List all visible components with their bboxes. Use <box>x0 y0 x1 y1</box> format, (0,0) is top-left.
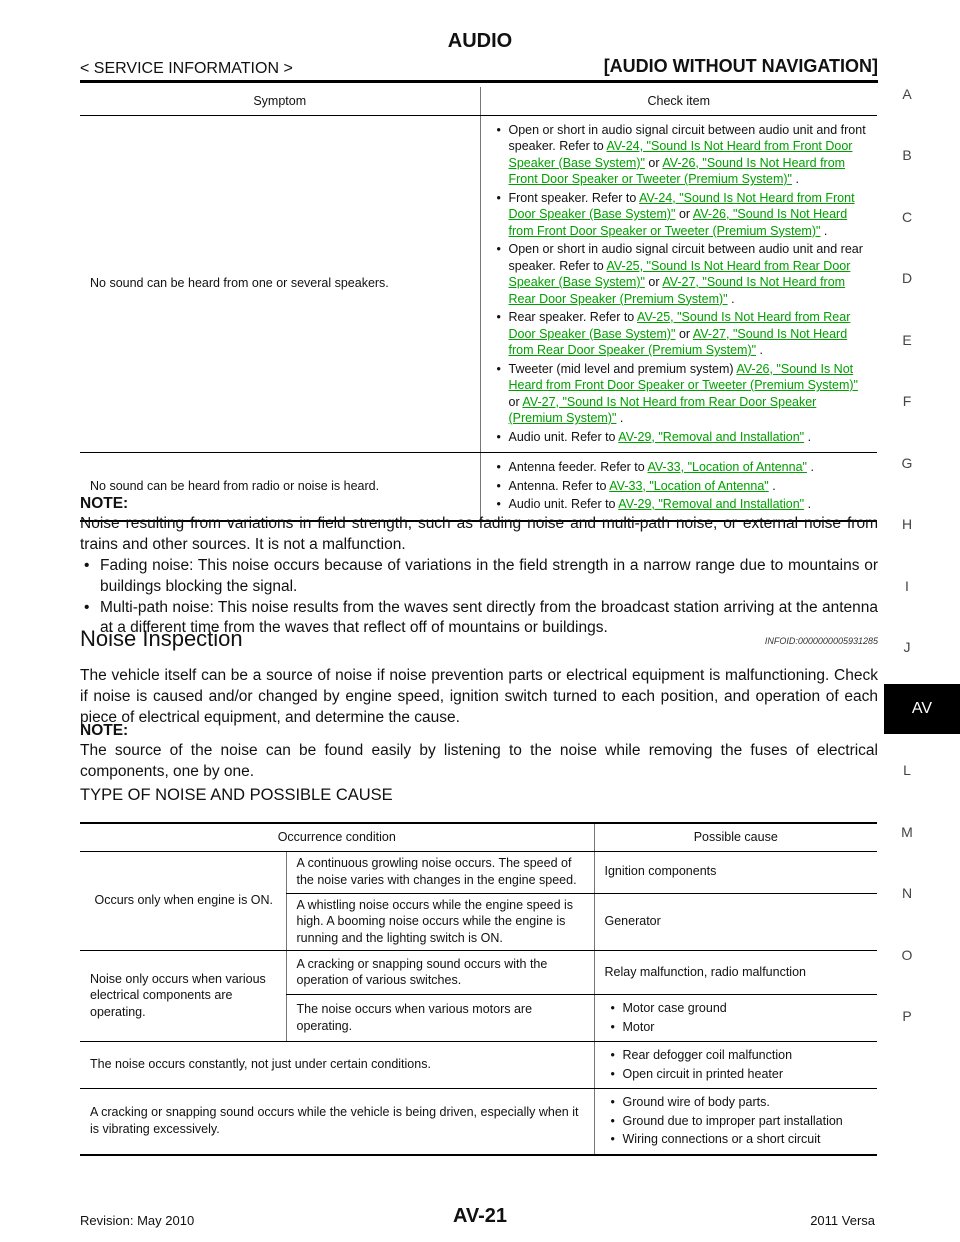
condition-cell: The noise occurs constantly, not just un… <box>80 1041 594 1089</box>
list-item: Open or short in audio signal circuit be… <box>491 122 870 188</box>
side-index-letter[interactable]: B <box>902 147 912 163</box>
page-number: AV-21 <box>452 1205 508 1227</box>
list-item: Open or short in audio signal circuit be… <box>491 241 870 307</box>
list-item: Ground wire of body parts. <box>605 1094 870 1111</box>
list-item: Rear defogger coil malfunction <box>605 1047 870 1064</box>
side-index-letter[interactable]: F <box>902 393 912 409</box>
info-id: INFOID:0000000005931285 <box>764 636 878 646</box>
side-index-letter[interactable]: J <box>903 639 911 655</box>
column-header-occurrence: Occurrence condition <box>80 822 594 852</box>
list-item: Fading noise: This noise occurs because … <box>80 556 878 598</box>
table-row: No sound can be heard from one or severa… <box>80 115 877 453</box>
list-item: Audio unit. Refer to AV-29, "Removal and… <box>491 429 870 446</box>
reference-link[interactable]: AV-26, "Sound Is Not Heard from Front Do… <box>508 207 848 238</box>
table-row: A cracking or snapping sound occurs whil… <box>80 1088 877 1156</box>
reference-link[interactable]: AV-25, "Sound Is Not Heard from Rear Doo… <box>508 258 851 290</box>
section-title: Noise Inspection <box>80 626 243 651</box>
condition-cell: A cracking or snapping sound occurs whil… <box>80 1088 594 1156</box>
section-label: [AUDIO WITHOUT NAVIGATION] <box>603 56 878 76</box>
side-index-active-tab[interactable]: AV <box>884 684 960 734</box>
detail-cell: A whistling noise occurs while the engin… <box>285 893 594 951</box>
reference-link[interactable]: AV-26, "Sound Is Not Heard from Front Do… <box>508 155 846 187</box>
list-item: Motor case ground <box>605 1000 870 1017</box>
header-rule <box>80 80 878 83</box>
reference-link[interactable]: AV-27, "Sound Is Not Heard from Rear Doo… <box>508 394 817 426</box>
cause-cell: Generator <box>593 893 877 951</box>
list-item: Open circuit in printed heater <box>605 1066 870 1083</box>
list-item: Wiring connections or a short circuit <box>605 1131 870 1148</box>
reference-link[interactable]: AV-24, "Sound Is Not Heard from Front Do… <box>508 190 855 222</box>
column-header-cause: Possible cause <box>593 822 877 852</box>
check-item-cell: Antenna feeder. Refer to AV-33, "Locatio… <box>479 452 877 522</box>
note-text: The source of the noise can be found eas… <box>80 742 878 780</box>
symptom-table: Symptom Check item No sound can be heard… <box>80 87 877 522</box>
revision-date: Revision: May 2010 <box>80 1213 195 1228</box>
side-index-letter[interactable]: P <box>902 1008 912 1024</box>
side-index-letter[interactable]: D <box>901 270 913 286</box>
subsection-title: TYPE OF NOISE AND POSSIBLE CAUSE <box>80 786 393 804</box>
detail-cell: A continuous growling noise occurs. The … <box>285 851 594 894</box>
side-index-letter[interactable]: O <box>901 947 913 963</box>
list-item: Rear speaker. Refer to AV-25, "Sound Is … <box>491 309 870 359</box>
condition-cell: Noise only occurs when various electrica… <box>80 950 286 1042</box>
note-label: NOTE: <box>80 722 129 739</box>
reference-link[interactable]: AV-33, "Location of Antenna" <box>647 460 807 474</box>
symptom-cell: No sound can be heard from one or severa… <box>80 115 480 453</box>
cause-cell: Motor case ground Motor <box>593 994 877 1042</box>
table-row: Noise only occurs when various electrica… <box>80 950 877 1042</box>
note-bullets: Fading noise: This noise occurs because … <box>80 556 878 639</box>
noise-cause-table: Occurrence condition Possible cause Occu… <box>80 822 877 1156</box>
table-row: A whistling noise occurs while the engin… <box>80 893 877 951</box>
detail-cell: A cracking or snapping sound occurs with… <box>285 950 594 995</box>
column-header-check-item: Check item <box>479 87 877 116</box>
symptom-cell: No sound can be heard from radio or nois… <box>80 452 480 522</box>
model-year: 2011 Versa <box>810 1213 875 1228</box>
list-item: Tweeter (mid level and premium system) A… <box>491 361 870 427</box>
reference-link[interactable]: AV-27, "Sound Is Not Heard from Rear Doo… <box>508 326 848 358</box>
side-index-letter[interactable]: M <box>901 824 913 840</box>
column-header-symptom: Symptom <box>80 87 480 116</box>
reference-link[interactable]: AV-26, "Sound Is Not Heard from Front Do… <box>508 361 858 393</box>
table-row: The noise occurs when various motors are… <box>80 994 877 1042</box>
list-item: Multi-path noise: This noise results fro… <box>80 598 878 640</box>
breadcrumb: < SERVICE INFORMATION > <box>80 60 293 77</box>
table-row: The noise occurs constantly, not just un… <box>80 1041 877 1089</box>
reference-link[interactable]: AV-24, "Sound Is Not Heard from Front Do… <box>508 139 853 170</box>
side-index-letter[interactable]: E <box>902 332 912 348</box>
list-item: Audio unit. Refer to AV-29, "Removal and… <box>491 496 870 513</box>
condition-cell: Occurs only when engine is ON. <box>80 851 286 951</box>
side-index-letter[interactable]: G <box>901 455 913 471</box>
table-row: Occurs only when engine is ON. A continu… <box>80 851 877 951</box>
list-item: Ground due to improper part installation <box>605 1113 870 1130</box>
page-title: AUDIO <box>447 30 513 52</box>
list-item: Antenna. Refer to AV-33, "Location of An… <box>491 478 870 495</box>
section-paragraph: The vehicle itself can be a source of no… <box>80 667 878 726</box>
list-item: Antenna feeder. Refer to AV-33, "Locatio… <box>491 459 870 476</box>
reference-link[interactable]: AV-33, "Location of Antenna" <box>609 478 769 493</box>
list-item: Motor <box>605 1019 870 1036</box>
reference-link[interactable]: AV-29, "Removal and Installation" <box>618 497 805 511</box>
check-item-cell: Open or short in audio signal circuit be… <box>479 115 877 453</box>
side-index-letter[interactable]: N <box>901 885 913 901</box>
side-index-letter[interactable]: A <box>902 86 912 102</box>
side-index-letter[interactable]: I <box>905 578 909 594</box>
reference-link[interactable]: AV-27, "Sound Is Not Heard from Rear Doo… <box>508 275 846 306</box>
note-text: Noise resulting from variations in field… <box>80 515 878 553</box>
reference-link[interactable]: AV-25, "Sound Is Not Heard from Rear Doo… <box>508 310 851 341</box>
side-index-letter[interactable]: H <box>901 516 913 532</box>
side-index-letter[interactable]: L <box>903 762 911 778</box>
table-row: No sound can be heard from radio or nois… <box>80 452 877 522</box>
cause-cell: Rear defogger coil malfunction Open circ… <box>593 1041 877 1089</box>
cause-cell: Relay malfunction, radio malfunction <box>593 950 877 995</box>
cause-cell: Ground wire of body parts. Ground due to… <box>593 1088 877 1156</box>
detail-cell: The noise occurs when various motors are… <box>285 994 594 1042</box>
side-index-letter[interactable]: C <box>901 209 913 225</box>
reference-link[interactable]: AV-29, "Removal and Installation" <box>618 429 805 444</box>
note-label: NOTE: <box>80 495 129 512</box>
cause-cell: Ignition components <box>593 851 877 894</box>
list-item: Front speaker. Refer to AV-24, "Sound Is… <box>491 190 870 240</box>
